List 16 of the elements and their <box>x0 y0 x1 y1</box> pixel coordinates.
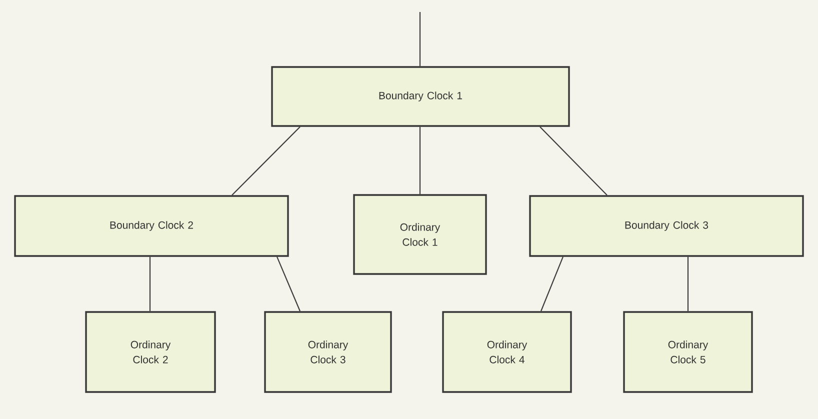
connector-line <box>149 256 151 312</box>
connector-line <box>419 12 421 66</box>
connector-line <box>276 256 301 312</box>
clock-box: Boundary Clock 1 <box>271 66 570 127</box>
clock-box: Boundary Clock 3 <box>529 195 804 257</box>
connector-line <box>540 126 608 196</box>
clock-box: Ordinary Clock 3 <box>264 311 392 393</box>
connector-line <box>687 256 689 312</box>
connector-line <box>419 126 421 194</box>
clock-box: Ordinary Clock 1 <box>353 194 487 275</box>
clock-box: Ordinary Clock 4 <box>442 311 572 393</box>
connector-line <box>232 126 300 196</box>
clock-box: Ordinary Clock 2 <box>85 311 216 393</box>
clock-box: Ordinary Clock 5 <box>623 311 753 393</box>
clock-box: Boundary Clock 2 <box>14 195 289 257</box>
connector-line <box>540 256 564 312</box>
